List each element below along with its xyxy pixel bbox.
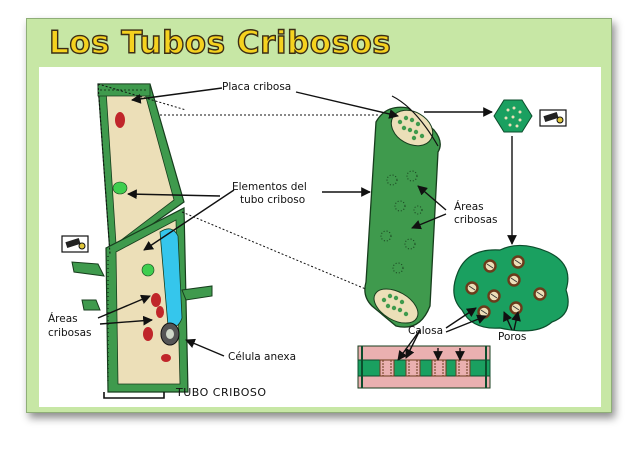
slide-title: Los Tubos Cribosos xyxy=(48,24,392,61)
label-areas-right-line1: Áreas xyxy=(454,200,484,213)
label-areas-right-line2: cribosas xyxy=(454,214,497,226)
label-calosa: Calosa xyxy=(408,325,443,337)
projection-lines xyxy=(97,83,381,296)
plastid-mark xyxy=(151,293,161,307)
plastid-mark xyxy=(112,181,128,195)
label-tubo-criboso: TUBO CRIBOSO xyxy=(175,386,267,399)
pore-plate-enlarged xyxy=(453,244,569,332)
label-placa-cribosa: Placa cribosa xyxy=(222,81,291,93)
longitudinal-tube xyxy=(71,83,213,393)
pointer-arrows xyxy=(97,87,521,361)
plastid-mark xyxy=(143,327,153,341)
label-celula-anexa: Célula anexa xyxy=(228,351,296,363)
tube-element-3d xyxy=(364,95,441,328)
plastid-mark xyxy=(115,112,125,128)
microscope-icon-left xyxy=(61,235,89,253)
plastid-mark xyxy=(156,306,164,318)
label-areas-left-line2: cribosas xyxy=(48,327,91,339)
sieve-plate-hexagon xyxy=(493,99,533,133)
label-areas-left-line1: Áreas xyxy=(48,312,78,325)
label-poros: Poros xyxy=(498,331,526,343)
label-elementos-line1: Elementos del xyxy=(232,181,307,193)
plastid-mark xyxy=(141,263,155,277)
plate-section xyxy=(357,345,491,389)
microscope-icon-right xyxy=(539,109,567,127)
label-elementos-line2: tubo criboso xyxy=(240,194,305,206)
tube-bracket xyxy=(103,392,165,399)
plastid-mark xyxy=(161,354,171,362)
